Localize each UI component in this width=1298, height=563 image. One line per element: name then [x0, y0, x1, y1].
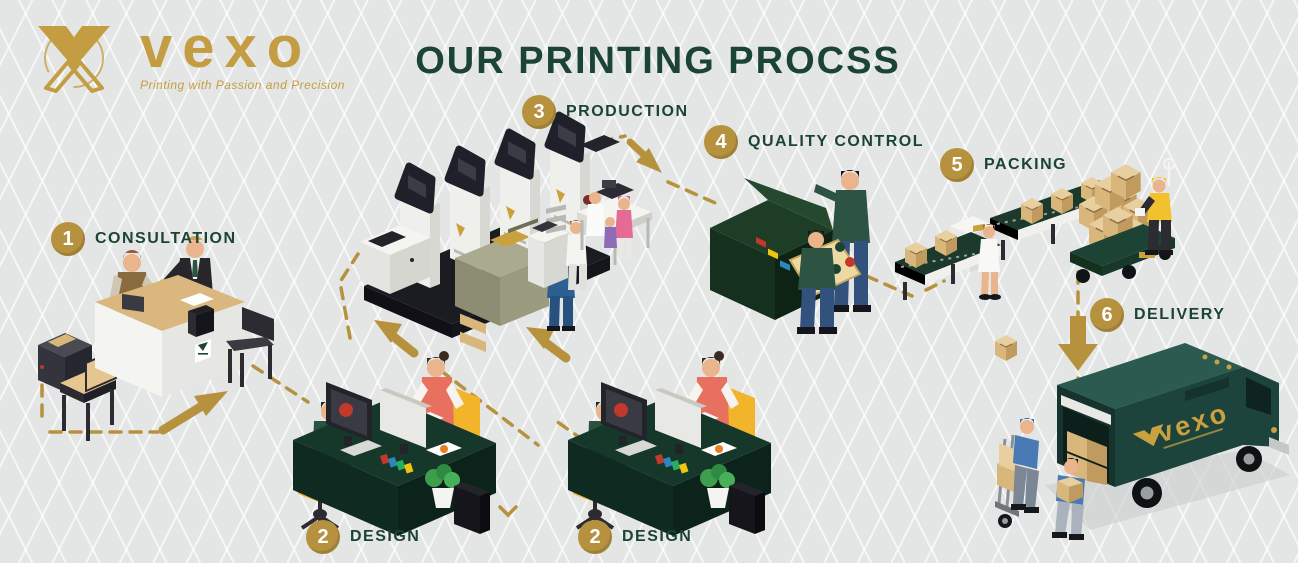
- brand-tagline: Printing with Passion and Precision: [140, 78, 345, 92]
- step-number-badge: 3: [522, 95, 556, 129]
- delivery-truck: vexo: [1057, 343, 1289, 508]
- consultation-desk: [95, 275, 245, 397]
- pc-tower: [454, 482, 490, 534]
- scene-consultation: [30, 236, 280, 450]
- printed-sheet: [426, 442, 462, 456]
- scene-quality-control: [698, 148, 913, 338]
- office-printer: [38, 333, 92, 392]
- step-number-badge: 2: [306, 520, 340, 554]
- step-production: 3 PRODUCTION: [522, 95, 689, 129]
- scene-production: [352, 100, 687, 353]
- brand-logo: vexo Printing with Passion and Precision: [22, 16, 345, 98]
- potted-plant: [700, 464, 735, 508]
- qc-worker-figure: [797, 230, 837, 334]
- step-number-badge: 6: [1090, 298, 1124, 332]
- step-label: CONSULTATION: [95, 230, 237, 247]
- color-swatches: [380, 453, 414, 474]
- step-packing: 5 PACKING: [940, 148, 1067, 182]
- step-label: PRODUCTION: [566, 103, 689, 120]
- keyboard: [615, 440, 657, 456]
- carrying-worker-figure: [1052, 458, 1085, 540]
- step-number-badge: 1: [51, 222, 85, 256]
- copier-machine: [528, 204, 568, 288]
- keyboard: [340, 440, 382, 456]
- design-monitor: [326, 382, 372, 446]
- step-label: DESIGN: [350, 528, 421, 545]
- designer-workstation: [568, 351, 771, 536]
- packing-operator-figure: [978, 224, 1001, 300]
- step-number-badge: 2: [578, 520, 612, 554]
- desk-brand-emblem: [195, 339, 211, 363]
- step-label: PACKING: [984, 156, 1068, 173]
- step-label: DESIGN: [622, 528, 693, 545]
- page-title: OUR PRINTING PROCSS: [415, 40, 901, 82]
- vexo-logo-icon: [38, 26, 110, 93]
- second-monitor-back: [655, 388, 707, 454]
- design-desk-front: [568, 440, 673, 536]
- loaded-boxes: [1067, 431, 1107, 485]
- carried-box: [1057, 477, 1083, 503]
- copier-attendant-figure: [566, 220, 587, 290]
- step-delivery: 6 DELIVERY: [1090, 298, 1225, 332]
- visitor-chair: [226, 307, 274, 387]
- step-design-2: 2 DESIGN: [578, 520, 692, 554]
- design-monitor: [601, 382, 647, 446]
- step-number-badge: 5: [940, 148, 974, 182]
- step-quality-control: 4 QUALITY CONTROL: [704, 125, 924, 159]
- supervisor-figure: [1135, 158, 1175, 255]
- designer-workstation: [293, 351, 496, 536]
- card-reader: [188, 305, 214, 337]
- press-display-panel: [580, 135, 620, 152]
- scene-design-1: [268, 348, 523, 538]
- design-desk-front: [293, 440, 398, 536]
- second-monitor-back: [380, 388, 432, 454]
- step-number-badge: 4: [704, 125, 738, 159]
- color-swatches: [654, 453, 689, 474]
- step-label: QUALITY CONTROL: [748, 133, 924, 150]
- scene-delivery: vexo: [994, 334, 1295, 563]
- brand-name: vexo: [140, 15, 313, 80]
- hand-truck-worker-figure: [994, 334, 1039, 528]
- press-console: [360, 225, 430, 294]
- truck-shadow: [1045, 450, 1290, 530]
- pc-tower: [729, 482, 765, 534]
- potted-plant: [425, 464, 460, 508]
- printed-sheet: [701, 442, 737, 456]
- scene-packing: [893, 158, 1193, 305]
- step-consultation: 1 CONSULTATION: [51, 222, 237, 256]
- step-label: DELIVERY: [1134, 306, 1226, 323]
- scene-design-2: [543, 348, 798, 538]
- step-design-1: 2 DESIGN: [306, 520, 420, 554]
- visitor-figures: [586, 192, 633, 258]
